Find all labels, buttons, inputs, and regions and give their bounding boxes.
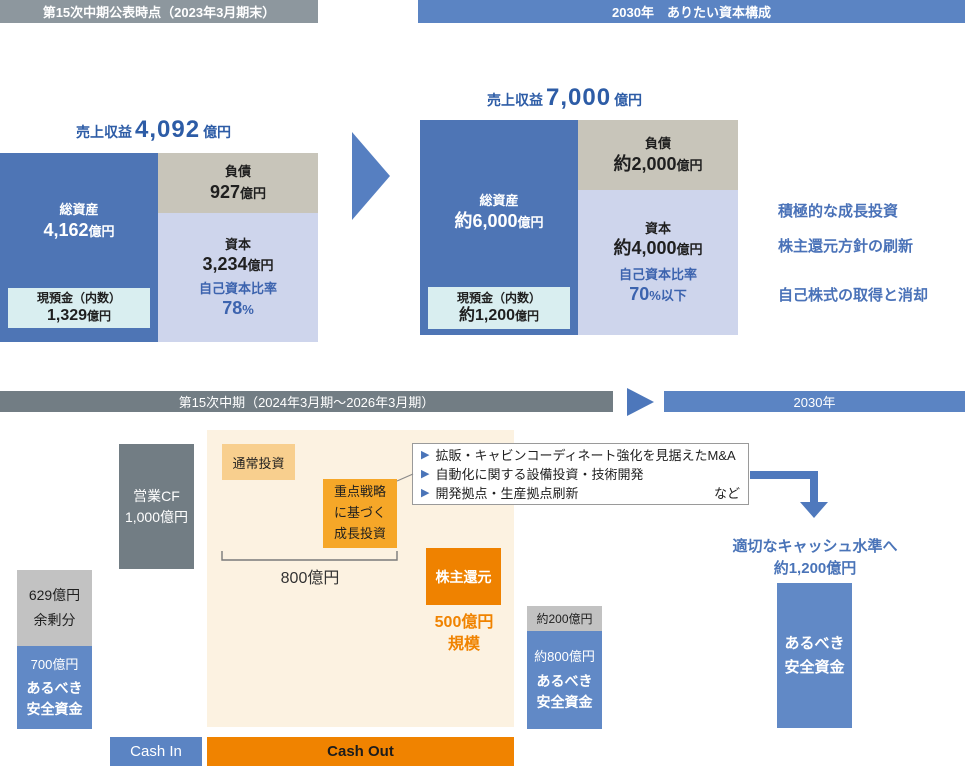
operating-cf-label: 営業CF [133, 488, 180, 505]
revenue-label-current: 売上収益 4,092 億円 [76, 116, 231, 144]
interim-safety-line2: 安全資金 [536, 693, 593, 710]
flow-elbow-arrowhead-icon [800, 502, 828, 518]
revenue-value: 7,000 [546, 84, 612, 111]
growth-investment-line3: 成長投資 [333, 525, 386, 541]
cash-value: 1,329億円 [46, 307, 112, 325]
revenue-value: 4,092 [135, 116, 201, 143]
triangle-bullet-icon: ▶ [421, 448, 430, 461]
year-2030-bar: 2030年 [664, 391, 965, 412]
midterm-period-label: 第15次中期（2024年3月期～2026年3月期） [178, 395, 435, 410]
triangle-bullet-icon: ▶ [421, 467, 430, 480]
return-scale-label: 500億円 規模 [434, 614, 494, 653]
debt-label: 負債 [644, 135, 671, 151]
equity-ratio-target: 自己資本比率 70%以下 [618, 266, 697, 304]
interim-safety-line1: あるべき [536, 672, 593, 689]
total-assets-box-target: 総資産 約6,000億円 現預金（内数） 約1,200億円 [420, 120, 578, 335]
initiative-item: 積極的な成長投資 [778, 203, 899, 220]
current-period-header: 第15次中期公表時点（2023年3月期末） [0, 0, 318, 23]
normal-investment-label: 通常投資 [232, 455, 285, 471]
growth-investment-box: 重点戦略 に基づく 成長投資 [323, 479, 397, 548]
operating-cf-value: 1,000億円 [124, 508, 189, 525]
current-period-header-label: 第15次中期公表時点（2023年3月期末） [42, 5, 276, 20]
midterm-period-bar: 第15次中期（2024年3月期～2026年3月期） [0, 391, 613, 412]
chart-transition-arrow-icon [352, 132, 390, 220]
cash-label: 現預金（内数） [456, 290, 541, 305]
shareholder-return-box: 株主還元 [426, 548, 501, 605]
safety-fund-label-line2: 安全資金 [26, 700, 83, 717]
assets-label: 総資産 [59, 202, 99, 217]
assets-value: 4,162億円 [43, 219, 115, 240]
target-2030-header-label: 2030年 ありたい資本構成 [612, 5, 771, 20]
assets-label: 総資産 [479, 193, 519, 208]
equity-value: 約4,000億円 [613, 238, 703, 259]
cash-box-target: 現預金（内数） 約1,200億円 [428, 287, 570, 329]
assets-value: 約6,000億円 [454, 210, 544, 231]
interim-safety-fund-box: 約800億円 あるべき 安全資金 [527, 631, 602, 729]
interim-surplus-box: 約200億円 [527, 606, 602, 631]
cash-in-label: Cash In [110, 737, 202, 766]
callout-item: ▶ 拡販・キャビンコーディネート強化を見据えたM&A [421, 447, 736, 463]
year-2030-label: 2030年 [793, 395, 836, 410]
equity-box-target: 資本 約4,000億円 自己資本比率 70%以下 [578, 190, 738, 335]
flow-elbow-arrow [750, 471, 818, 503]
surplus-value: 629億円 [28, 586, 81, 603]
revenue-label-target: 売上収益 7,000 億円 [487, 84, 642, 112]
safety-fund-label-line1: あるべき [26, 679, 83, 696]
initiative-item: 株主還元方針の刷新 [778, 238, 914, 255]
cash-box-current: 現預金（内数） 1,329億円 [8, 288, 150, 328]
timeline-arrow-icon [627, 388, 654, 416]
equity-box-current: 資本 3,234億円 自己資本比率 78% [158, 213, 318, 342]
growth-investment-line2: に基づく [333, 505, 386, 521]
surplus-box: 629億円 余剰分 [17, 570, 92, 646]
revenue-unit: 億円 [614, 92, 643, 108]
callout-item: ▶ 開発拠点・生産拠点刷新 など [421, 485, 740, 501]
growth-investment-line1: 重点戦略 [333, 484, 386, 500]
target-cash-label: 適切なキャッシュ水準へ 約1,200億円 [732, 538, 898, 577]
equity-label: 資本 [224, 236, 251, 252]
safety-fund-current-box: 700億円 あるべき 安全資金 [17, 646, 92, 729]
bracket-amount-label: 800億円 [280, 570, 340, 587]
interim-safety-value: 約800億円 [534, 649, 595, 665]
investment-callout: ▶ 拡販・キャビンコーディネート強化を見据えたM&A ▶ 自動化に関する設備投資… [412, 443, 749, 505]
target-safety-fund-box: あるべき 安全資金 [777, 583, 852, 728]
cash-value: 約1,200億円 [458, 307, 540, 325]
cash-label: 現預金（内数） [36, 290, 121, 305]
operating-cf-box: 営業CF 1,000億円 [119, 444, 194, 569]
debt-value: 927億円 [209, 181, 267, 202]
debt-value: 約2,000億円 [613, 153, 703, 174]
debt-box-target: 負債 約2,000億円 [578, 120, 738, 190]
total-assets-box-current: 総資産 4,162億円 現預金（内数） 1,329億円 [0, 153, 158, 342]
revenue-unit: 億円 [203, 124, 232, 140]
callout-item: ▶ 自動化に関する設備投資・技術開発 [421, 466, 644, 482]
initiative-item: 自己株式の取得と消却 [778, 287, 929, 304]
debt-box-current: 負債 927億円 [158, 153, 318, 213]
revenue-caption: 売上収益 [487, 92, 543, 108]
target-2030-header: 2030年 ありたい資本構成 [418, 0, 965, 23]
debt-label: 負債 [224, 163, 251, 179]
normal-investment-box: 通常投資 [222, 444, 295, 480]
revenue-caption: 売上収益 [76, 124, 132, 140]
cash-out-label: Cash Out [207, 737, 514, 766]
equity-value: 3,234億円 [202, 254, 274, 275]
shareholder-return-label: 株主還元 [435, 568, 492, 585]
surplus-label: 余剰分 [33, 612, 76, 628]
equity-ratio-current: 自己資本比率 78% [198, 280, 277, 318]
equity-label: 資本 [644, 220, 671, 236]
callout-suffix: など [713, 485, 740, 501]
triangle-bullet-icon: ▶ [421, 486, 430, 499]
safety-fund-current-value: 700億円 [30, 657, 79, 673]
